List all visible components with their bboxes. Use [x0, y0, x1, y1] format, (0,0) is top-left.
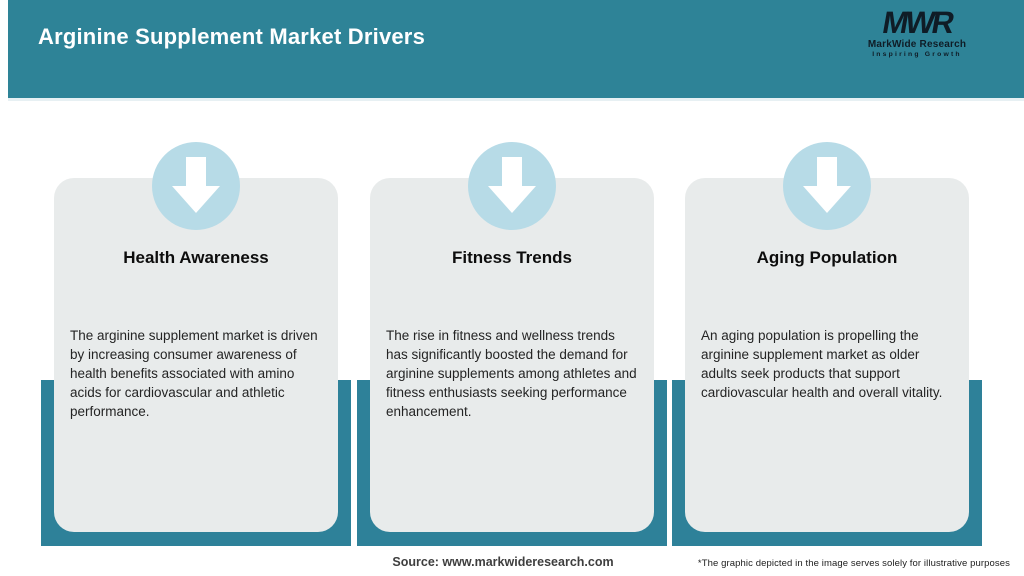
arrow-down-icon — [783, 142, 871, 230]
card-body-text: The rise in fitness and wellness trends … — [386, 328, 637, 419]
header-underline — [8, 98, 1024, 101]
logo-monogram: MWR — [879, 5, 955, 40]
header-bar: Arginine Supplement Market Drivers MWR M… — [8, 0, 1024, 98]
logo-name: MarkWide Research — [867, 39, 967, 50]
disclaimer-text: *The graphic depicted in the image serve… — [697, 558, 1010, 569]
card-title: Fitness Trends — [452, 248, 572, 267]
card-aging-population: Aging Population An aging population is … — [685, 178, 969, 532]
card-body-text: The arginine supplement market is driven… — [70, 328, 318, 419]
page-title: Arginine Supplement Market Drivers — [38, 24, 426, 49]
source-text: Source: www.markwideresearch.com — [392, 555, 614, 569]
logo: MWR MarkWide Research Inspiring Growth — [842, 5, 992, 58]
card-title: Aging Population — [756, 248, 898, 267]
card-health-awareness: Health Awareness The arginine supplement… — [54, 178, 338, 532]
arrow-down-icon — [152, 142, 240, 230]
arrow-down-icon — [468, 142, 556, 230]
logo-tagline: Inspiring Growth — [872, 51, 962, 58]
card-body-text: An aging population is propelling the ar… — [701, 328, 943, 400]
card-title: Health Awareness — [123, 248, 269, 267]
card-fitness-trends: Fitness Trends The rise in fitness and w… — [370, 178, 654, 532]
